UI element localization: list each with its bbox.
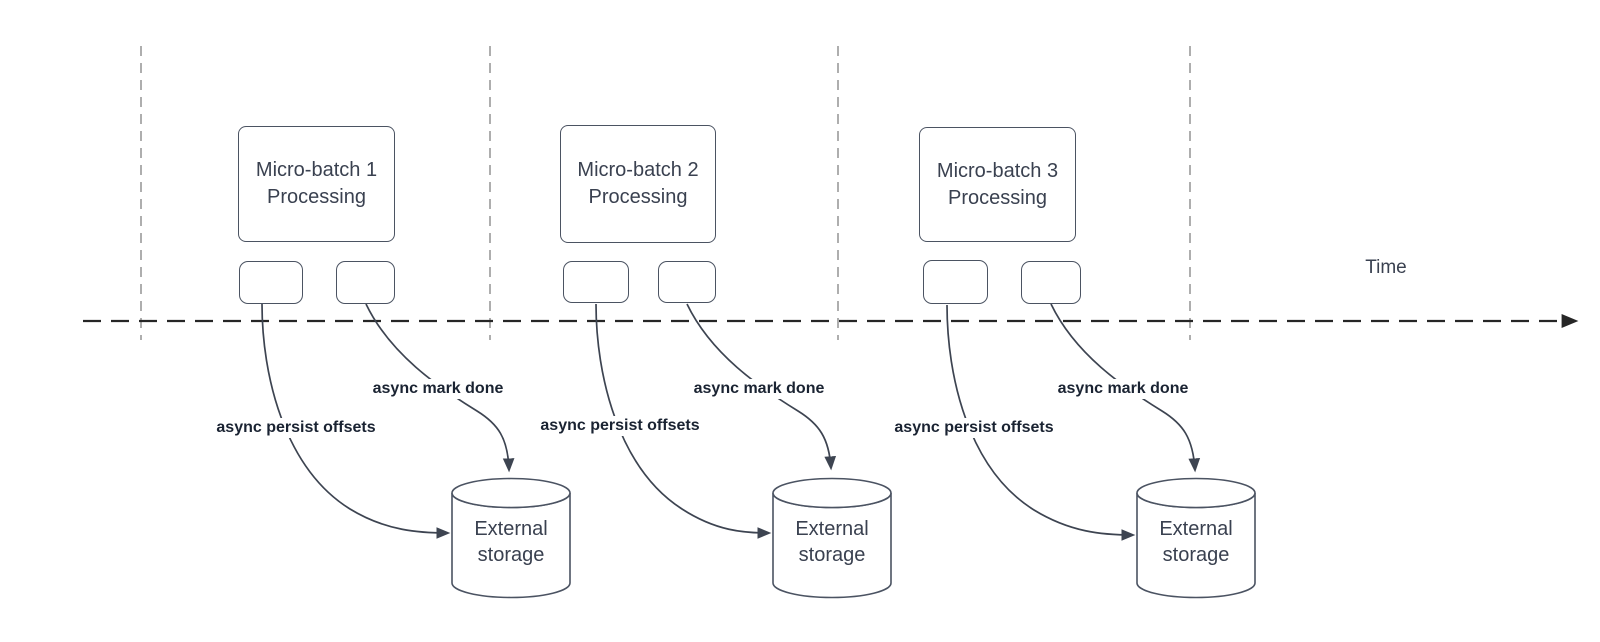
mark-done-task-box-2 bbox=[658, 261, 716, 303]
mark-done-arrow-3 bbox=[1050, 303, 1201, 473]
micro-batch-2-processing-box: Micro-batch 2 Processing bbox=[560, 125, 716, 243]
mark-done-arrow-1 bbox=[365, 303, 515, 473]
persist-offsets-arrow-1 bbox=[261, 303, 451, 539]
mark-done-label-2: async mark done bbox=[690, 379, 828, 399]
external-storage-cylinder-3 bbox=[1136, 477, 1256, 599]
persist-offsets-label-3: async persist offsets bbox=[891, 418, 1057, 438]
offset-commit-task-box-1 bbox=[239, 261, 303, 304]
mark-done-task-box-1 bbox=[336, 261, 395, 304]
external-storage-label-2: External storage bbox=[795, 518, 869, 566]
offset-commit-task-box-3 bbox=[923, 260, 988, 304]
processing-box-title-line1: Micro-batch 2 bbox=[577, 159, 699, 181]
mark-done-task-box-3 bbox=[1021, 261, 1081, 304]
processing-box-title-line2: Processing bbox=[588, 186, 688, 208]
external-storage-label-3: External storage bbox=[1159, 518, 1233, 566]
processing-box-title-line1: Micro-batch 3 bbox=[936, 159, 1059, 182]
external-storage-label-1: External storage bbox=[474, 518, 548, 566]
persist-offsets-arrow-2 bbox=[595, 303, 772, 539]
external-storage-cylinder-2 bbox=[772, 477, 892, 599]
micro-batch-3-processing-box: Micro-batch 3 Processing bbox=[919, 127, 1076, 242]
offset-commit-task-box-2 bbox=[563, 261, 629, 303]
mark-done-label-1: async mark done bbox=[369, 379, 507, 399]
persist-offsets-arrow-3 bbox=[946, 304, 1136, 541]
processing-box-title-line1: Micro-batch 1 bbox=[255, 159, 378, 181]
processing-box-title-line2: Processing bbox=[948, 186, 1047, 209]
persist-offsets-label-1: async persist offsets bbox=[213, 418, 379, 438]
persist-offsets-label-2: async persist offsets bbox=[537, 416, 703, 436]
mark-done-label-3: async mark done bbox=[1054, 379, 1192, 399]
mark-done-arrow-2 bbox=[686, 303, 837, 471]
external-storage-cylinder-1 bbox=[451, 477, 571, 599]
micro-batch-1-processing-box: Micro-batch 1 Processing bbox=[238, 126, 395, 242]
time-axis-label: Time bbox=[1365, 257, 1407, 278]
processing-box-title-line2: Processing bbox=[267, 186, 366, 208]
